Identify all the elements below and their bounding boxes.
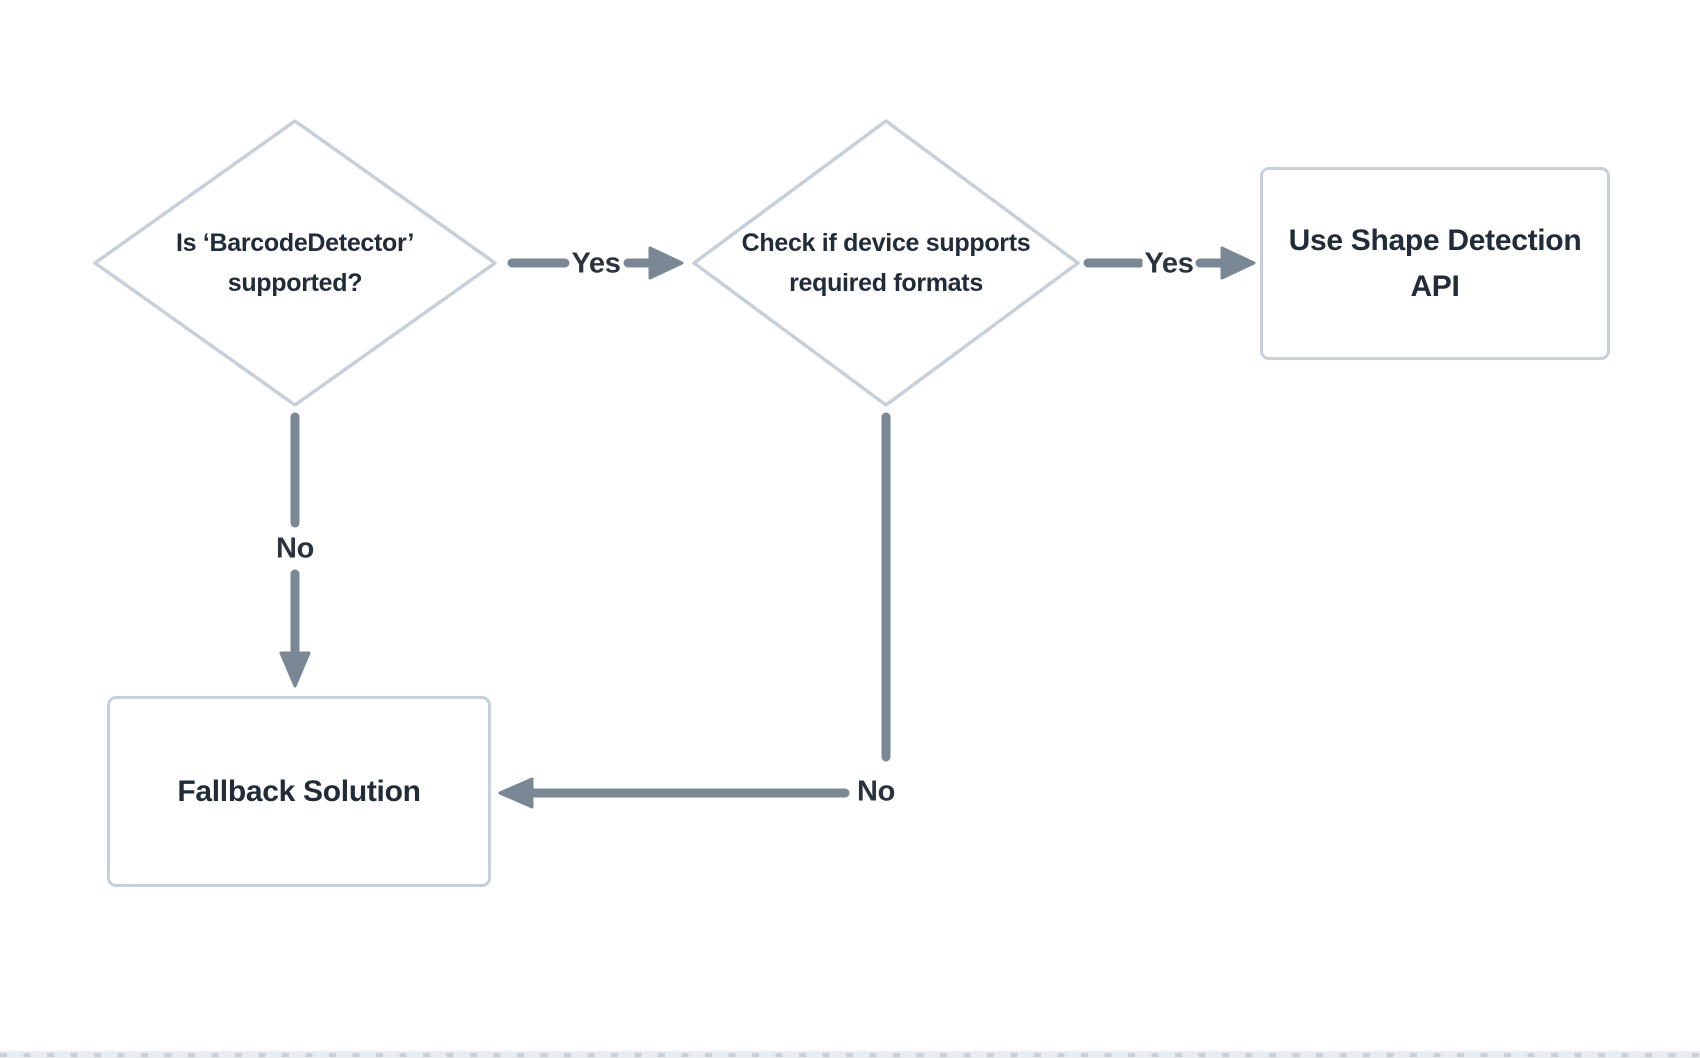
edge-no-1-arrowhead (279, 651, 311, 688)
edge-label-no-2: No (854, 775, 898, 809)
process-box-fallback-solution: Fallback Solution (107, 696, 491, 887)
edge-yes-2-arrowhead (1220, 246, 1256, 280)
decision-label-device-formats: Check if device supports required format… (741, 229, 1031, 297)
cut-off-text-marks (0, 1053, 1700, 1057)
edge-label-yes-2: Yes (1142, 247, 1196, 281)
edge-no-2-arrowhead (498, 777, 534, 809)
edge-label-yes-1: Yes (569, 247, 623, 281)
decision-label-barcodedetector-supported: Is ‘BarcodeDetector’ supported? (175, 229, 415, 297)
decision-diamond-barcodedetector-supported (93, 119, 497, 407)
cut-off-text-strip (0, 1051, 1700, 1058)
decision-diamond-device-formats (692, 119, 1080, 407)
edge-label-no-1: No (273, 532, 317, 566)
process-label-fallback-solution: Fallback Solution (177, 774, 421, 808)
process-box-use-shape-detection-api: Use Shape Detection API (1260, 167, 1610, 360)
process-label-use-shape-detection-api: Use Shape Detection API (1288, 223, 1582, 303)
edge-yes-1-arrowhead (648, 246, 684, 280)
